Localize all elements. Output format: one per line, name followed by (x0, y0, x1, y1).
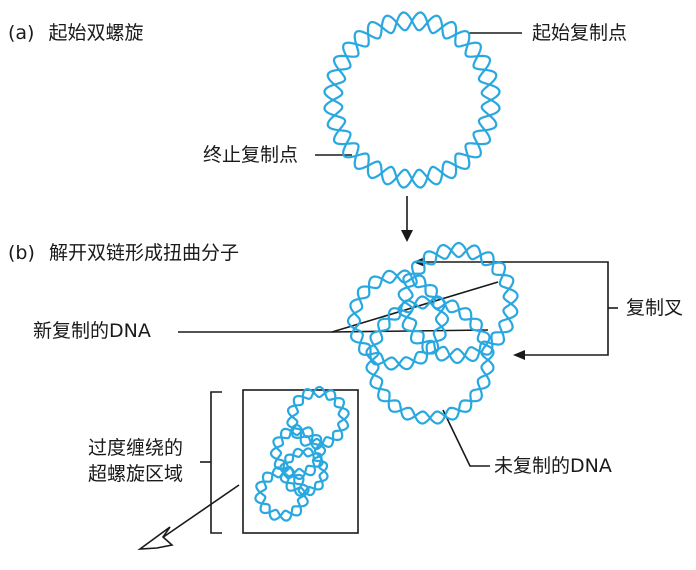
dna-strands (254, 11, 519, 522)
transition-arrow-head (401, 230, 413, 242)
outgoing-arrow-head (137, 526, 174, 550)
origin-label: 起始复制点 (532, 22, 628, 44)
unreplicated-leader-line (442, 409, 490, 467)
supercoil-3-strand-2 (279, 447, 329, 497)
unreplicated-label: 未复制的DNA (494, 455, 612, 477)
new-dna-label: 新复制的DNA (33, 320, 151, 342)
initial-helix-strand-2 (323, 11, 501, 189)
supercoil-label-line2: 超螺旋区域 (88, 462, 184, 485)
panel-a-title-text: 起始双螺旋 (48, 22, 144, 44)
panel-a-label: (a) (8, 22, 35, 44)
panel-b-title: (b) 解开双链形成扭曲分子 (8, 244, 239, 263)
panel-b-label: (b) (8, 242, 35, 264)
panel-a-title: (a) 起始双螺旋 (8, 24, 144, 43)
supercoil-2-strand-2 (270, 426, 326, 478)
supercoil-1-strand-2 (286, 385, 350, 448)
fork-arrow-head-bottom (513, 350, 525, 360)
panel-b-title-text: 解开双链形成扭曲分子 (48, 242, 239, 264)
terminus-label: 终止复制点 (203, 144, 299, 166)
supercoil-box (242, 389, 359, 534)
daughter-loop-upper-strand-2 (397, 241, 519, 362)
outgoing-arrow-shaft (161, 484, 240, 539)
fork-label: 复制叉 (626, 297, 684, 319)
supercoil-label-line1: 过度缠绕的 (88, 437, 184, 459)
initial-helix-strand-1 (323, 11, 501, 189)
supercoil-bracket (210, 391, 222, 534)
supercoil-label: 过度缠绕的 超螺旋区域 (88, 436, 183, 487)
daughter-loop-lower-strand-2 (346, 269, 447, 371)
supercoil-4-strand-2 (255, 466, 309, 522)
